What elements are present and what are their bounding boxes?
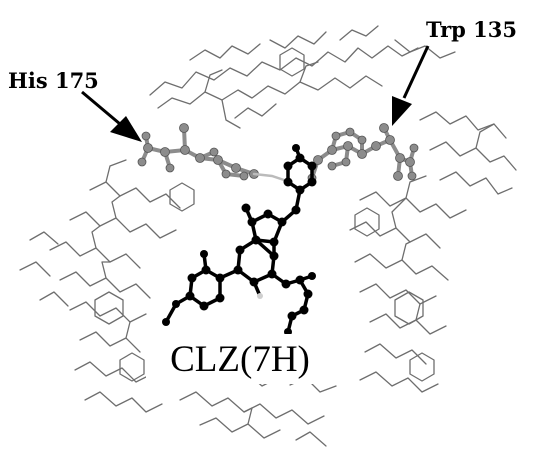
trp135-arrow xyxy=(392,45,430,126)
ligand-label: CLZ(7H) xyxy=(170,339,310,380)
protein-wireframe xyxy=(19,25,517,447)
clz7h-ligand xyxy=(162,144,317,336)
his175-label: His 175 xyxy=(8,68,99,93)
his175-arrow xyxy=(81,90,142,142)
his175-residue xyxy=(137,123,259,181)
ligand-label-box xyxy=(146,334,334,384)
trp135-residue xyxy=(307,123,419,183)
trp135-label: Trp 135 xyxy=(426,17,517,42)
